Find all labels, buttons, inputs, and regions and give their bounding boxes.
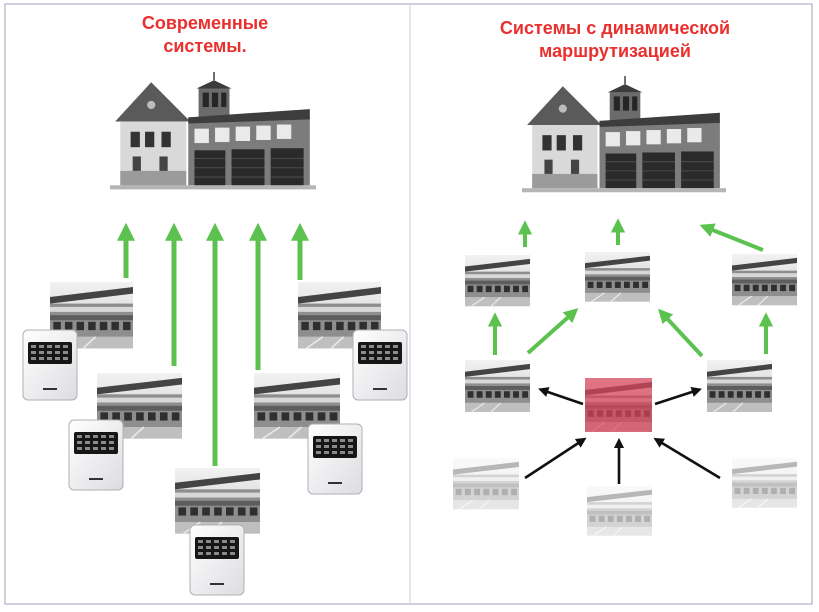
left-control-panel-1-icon — [22, 329, 78, 401]
right-green-arrow-3 — [699, 223, 764, 252]
left-title-line-2: системы. — [163, 36, 247, 56]
right-black-arrow-origin-left — [538, 387, 584, 406]
left-title-line-1: Современные — [141, 13, 269, 33]
right-source-photo-bottom-center — [586, 485, 653, 537]
right-origin-object-highlight — [584, 377, 653, 433]
right-panel-title: Системы с динамической маршрутизацией — [445, 17, 785, 63]
right-black-arrow-origin-right — [654, 386, 702, 406]
right-relay-photo-middle-right — [706, 359, 773, 413]
left-control-panel-5-icon — [352, 329, 408, 401]
left-panel-title: Современные системы. — [95, 12, 315, 58]
right-black-arrow-source-right — [653, 437, 721, 480]
right-source-photo-bottom-left — [452, 457, 520, 510]
right-green-arrow-6 — [658, 308, 704, 358]
left-control-panel-2-icon — [68, 419, 124, 491]
right-source-photo-bottom-right — [731, 457, 798, 509]
right-title-line-1: Системы с динамической — [499, 18, 731, 38]
left-panel — [22, 71, 408, 596]
left-object-photo-3 — [174, 467, 261, 535]
right-black-arrow-source-left — [524, 437, 587, 480]
right-relay-photo-top-right — [731, 253, 798, 306]
right-relay-photo-top-center — [584, 251, 651, 303]
left-fire-station-icon — [109, 71, 317, 202]
diagram-frame — [4, 3, 813, 605]
left-control-panel-4-icon — [307, 423, 363, 495]
left-control-panel-3-icon — [189, 524, 245, 596]
right-green-arrow-5 — [526, 308, 579, 355]
right-fire-station-icon — [521, 75, 727, 205]
right-relay-photo-middle-left — [464, 359, 531, 413]
right-relay-photo-top-left — [464, 254, 531, 307]
right-panel — [452, 75, 798, 537]
right-title-line-2: маршрутизацией — [539, 41, 691, 61]
